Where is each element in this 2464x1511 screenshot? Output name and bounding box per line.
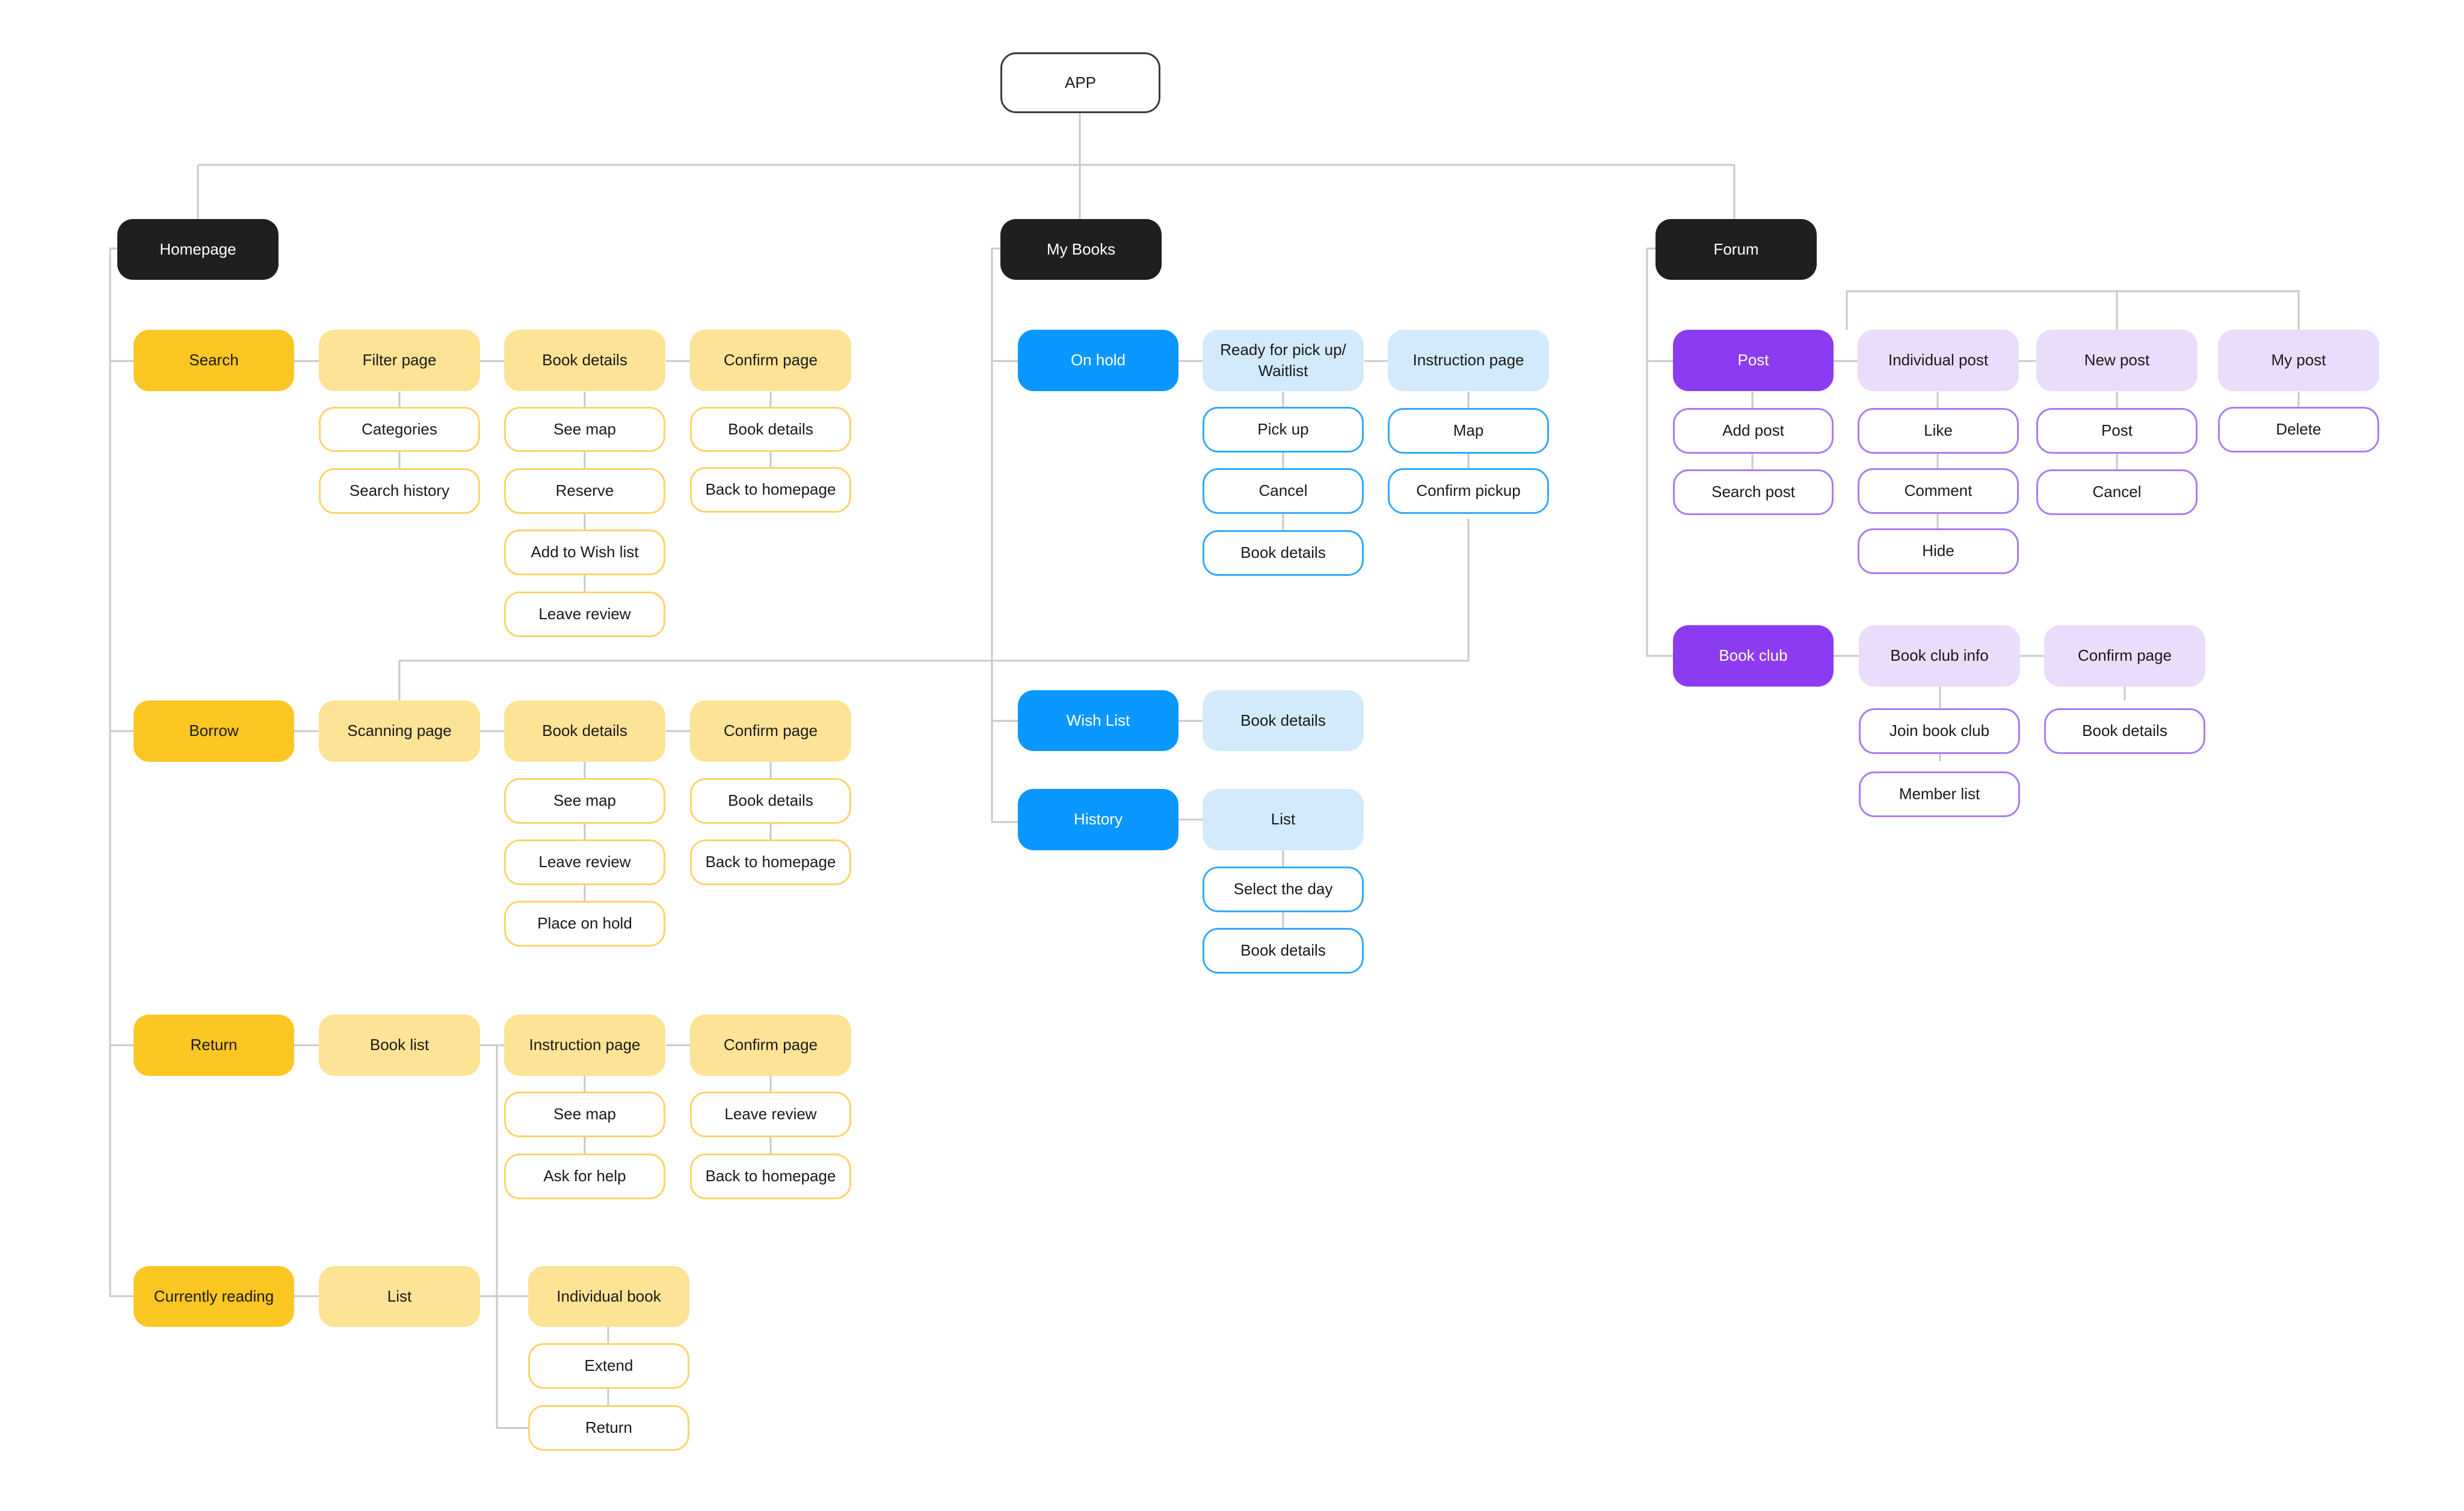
list-node: List [319, 1266, 480, 1327]
pick-up-node: Pick up [1203, 407, 1364, 453]
individual-book-node: Individual book [528, 1266, 689, 1327]
like-node: Like [1858, 408, 2019, 454]
confirm-page-node: Confirm page [690, 330, 851, 391]
extend-node: Extend [528, 1343, 689, 1389]
confirm-page-node: Confirm page [690, 700, 851, 762]
place-on-hold-node: Place on hold [504, 901, 665, 947]
select-the-day-node: Select the day [1203, 867, 1364, 912]
cancel-node: Cancel [2036, 469, 2198, 515]
back-to-homepage-node: Back to homepage [690, 467, 851, 513]
book-details-node: Book details [504, 330, 665, 391]
app-root-node: APP [1000, 52, 1160, 113]
wish-list-node: Wish List [1018, 690, 1178, 751]
confirm-pickup-node: Confirm pickup [1388, 468, 1549, 514]
scanning-page-node: Scanning page [319, 700, 480, 762]
back-to-homepage-node: Back to homepage [690, 1154, 851, 1199]
delete-node: Delete [2218, 407, 2379, 453]
cancel-node: Cancel [1203, 468, 1364, 514]
ask-for-help-node: Ask for help [504, 1154, 665, 1199]
book-details-node: Book details [1203, 530, 1364, 576]
confirm-page-node: Confirm page [690, 1015, 851, 1076]
hide-node: Hide [1858, 528, 2019, 574]
my-post-node: My post [2218, 330, 2379, 391]
add-post-node: Add post [1673, 408, 1834, 454]
leave-review-node: Leave review [504, 592, 665, 637]
list-node: List [1203, 789, 1364, 850]
search-post-node: Search post [1673, 469, 1834, 515]
book-club-info-node: Book club info [1859, 625, 2020, 687]
book-details-node: Book details [690, 778, 851, 824]
forum-section-node: Forum [1656, 219, 1817, 280]
post-node: Post [2036, 408, 2198, 454]
map-node: Map [1388, 408, 1549, 454]
book-details-node: Book details [1203, 928, 1364, 974]
reserve-node: Reserve [504, 468, 665, 514]
book-list-node: Book list [319, 1015, 480, 1076]
see-map-node: See map [504, 778, 665, 824]
search-node: Search [134, 330, 294, 391]
book-details-node: Book details [504, 700, 665, 762]
join-book-club-node: Join book club [1859, 708, 2020, 754]
book-club-node: Book club [1673, 625, 1834, 687]
new-post-node: New post [2036, 330, 2198, 391]
leave-review-node: Leave review [504, 839, 665, 885]
homepage-section-node: Homepage [117, 219, 279, 280]
on-hold-node: On hold [1018, 330, 1178, 391]
return-node: Return [134, 1015, 294, 1076]
see-map-node: See map [504, 1092, 665, 1137]
book-details-node: Book details [1203, 690, 1364, 751]
individual-post-node: Individual post [1858, 330, 2019, 391]
book-details-node: Book details [2044, 708, 2205, 754]
instruction-page-node: Instruction page [1388, 330, 1549, 391]
categories-node: Categories [319, 407, 480, 452]
confirm-page-node: Confirm page [2044, 625, 2205, 687]
return-node: Return [528, 1405, 689, 1451]
borrow-node: Borrow [134, 700, 294, 762]
search-history-node: Search history [319, 468, 480, 514]
add-to-wish-list-node: Add to Wish list [504, 530, 665, 575]
currently-reading-node: Currently reading [134, 1266, 294, 1327]
instruction-page-node: Instruction page [504, 1015, 665, 1076]
see-map-node: See map [504, 407, 665, 452]
member-list-node: Member list [1859, 771, 2020, 817]
leave-review-node: Leave review [690, 1092, 851, 1137]
post-node: Post [1673, 330, 1834, 391]
my-books-section-node: My Books [1000, 219, 1162, 280]
back-to-homepage-node: Back to homepage [690, 839, 851, 885]
comment-node: Comment [1858, 468, 2019, 514]
book-details-node: Book details [690, 407, 851, 452]
ready-for-pick-up-waitlist-node: Ready for pick up/ Waitlist [1203, 330, 1364, 391]
filter-page-node: Filter page [319, 330, 480, 391]
history-node: History [1018, 789, 1178, 850]
